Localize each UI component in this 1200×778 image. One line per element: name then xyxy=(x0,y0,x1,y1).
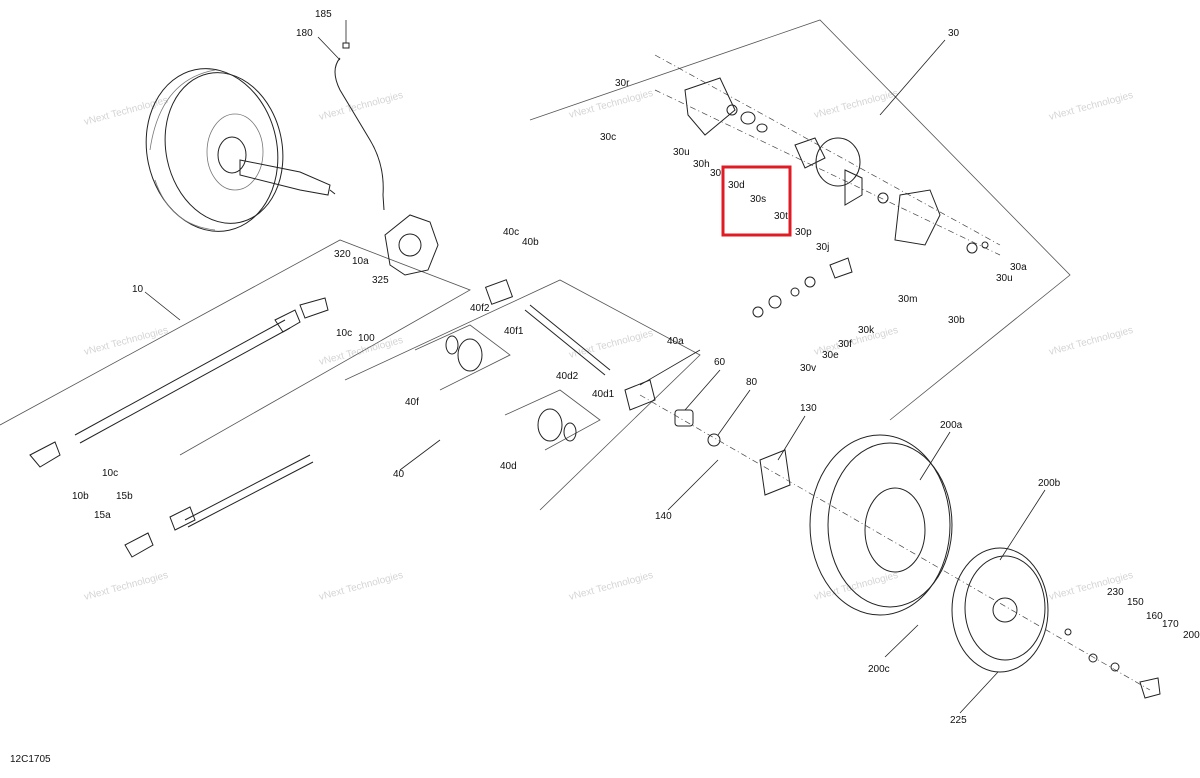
callout-30m: 30m xyxy=(898,294,917,305)
brake-line xyxy=(334,42,385,211)
rear-wheel-assembly xyxy=(145,68,336,232)
callout-40c: 40c xyxy=(503,227,519,238)
callout-30e: 30e xyxy=(822,350,839,361)
callout-200c: 200c xyxy=(868,664,890,675)
callout-30d: 30d xyxy=(728,180,745,191)
callout-30v: 30v xyxy=(800,363,816,374)
callout-10c-2: 10c xyxy=(102,468,118,479)
callout-30r: 30r xyxy=(615,78,630,89)
front-differential xyxy=(384,214,439,276)
callout-30s: 30s xyxy=(750,194,766,205)
callout-230: 230 xyxy=(1107,587,1124,598)
callout-325: 325 xyxy=(372,275,389,286)
watermark-text: vNext Technologies xyxy=(1048,90,1134,123)
callout-15b: 15b xyxy=(116,491,133,502)
callout-40d2: 40d2 xyxy=(556,371,579,382)
cv-joint-parts xyxy=(445,279,791,496)
callout-30p: 30p xyxy=(795,227,812,238)
callout-30u-2: 30u xyxy=(996,273,1013,284)
callout-100: 100 xyxy=(358,333,375,344)
callout-140: 140 xyxy=(655,511,672,522)
callout-10b: 10b xyxy=(72,491,89,502)
drive-shafts xyxy=(29,297,611,558)
callout-170: 170 xyxy=(1162,619,1179,630)
watermark-text: vNext Technologies xyxy=(568,88,654,121)
callout-40b: 40b xyxy=(522,237,539,248)
callout-80: 80 xyxy=(746,377,758,388)
callout-30k: 30k xyxy=(858,325,875,336)
callout-leaders xyxy=(144,20,1046,714)
callout-30c: 30c xyxy=(600,132,616,143)
callout-30: 30 xyxy=(948,28,960,39)
callout-150: 150 xyxy=(1127,597,1144,608)
rear-differential-exploded xyxy=(654,54,1001,318)
callout-40d1: 40d1 xyxy=(592,389,615,400)
watermark-layer: vNext Technologies vNext Technologies vNex… xyxy=(83,88,1134,603)
watermark-text: vNext Technologies xyxy=(83,570,169,603)
callout-185: 185 xyxy=(315,9,332,20)
callout-320: 320 xyxy=(334,249,351,260)
callout-10c: 10c xyxy=(336,328,352,339)
watermark-text: vNext Technologies xyxy=(318,90,404,123)
callout-200a: 200a xyxy=(940,420,963,431)
callout-200: 200 xyxy=(1183,630,1200,641)
assembly-frames xyxy=(0,19,1071,511)
callout-130: 130 xyxy=(800,403,817,414)
watermark-text: vNext Technologies xyxy=(83,325,169,358)
callout-labels: 185 180 30 30r 30c 30u 30h 30i 30d 30s 3… xyxy=(10,9,1200,765)
callout-40: 40 xyxy=(393,469,405,480)
watermark-text: vNext Technologies xyxy=(813,88,899,121)
callout-30i: 30i xyxy=(710,168,723,179)
callout-40a: 40a xyxy=(667,336,684,347)
callout-30f: 30f xyxy=(838,339,852,350)
diagram-code: 12C1705 xyxy=(10,754,51,765)
callout-10: 10 xyxy=(132,284,144,295)
callout-40f1: 40f1 xyxy=(504,326,524,337)
callout-30u: 30u xyxy=(673,147,690,158)
callout-60: 60 xyxy=(714,357,726,368)
front-wheel-assembly xyxy=(639,394,1161,699)
callout-180: 180 xyxy=(296,28,313,39)
watermark-text: vNext Technologies xyxy=(813,570,899,603)
callout-40d: 40d xyxy=(500,461,517,472)
callout-160: 160 xyxy=(1146,611,1163,622)
callout-40f2: 40f2 xyxy=(470,303,490,314)
callout-200b: 200b xyxy=(1038,478,1061,489)
callout-30h: 30h xyxy=(693,159,710,170)
callout-30a: 30a xyxy=(1010,262,1027,273)
callout-30j: 30j xyxy=(816,242,829,253)
callout-30t: 30t xyxy=(774,211,788,222)
watermark-text: vNext Technologies xyxy=(318,570,404,603)
callout-15a: 15a xyxy=(94,510,111,521)
callout-40f: 40f xyxy=(405,397,419,408)
callout-10a: 10a xyxy=(352,256,369,267)
callout-30b: 30b xyxy=(948,315,965,326)
watermark-text: vNext Technologies xyxy=(568,570,654,603)
callout-225: 225 xyxy=(950,715,967,726)
highlight-box xyxy=(721,165,792,237)
watermark-text: vNext Technologies xyxy=(1048,325,1134,358)
